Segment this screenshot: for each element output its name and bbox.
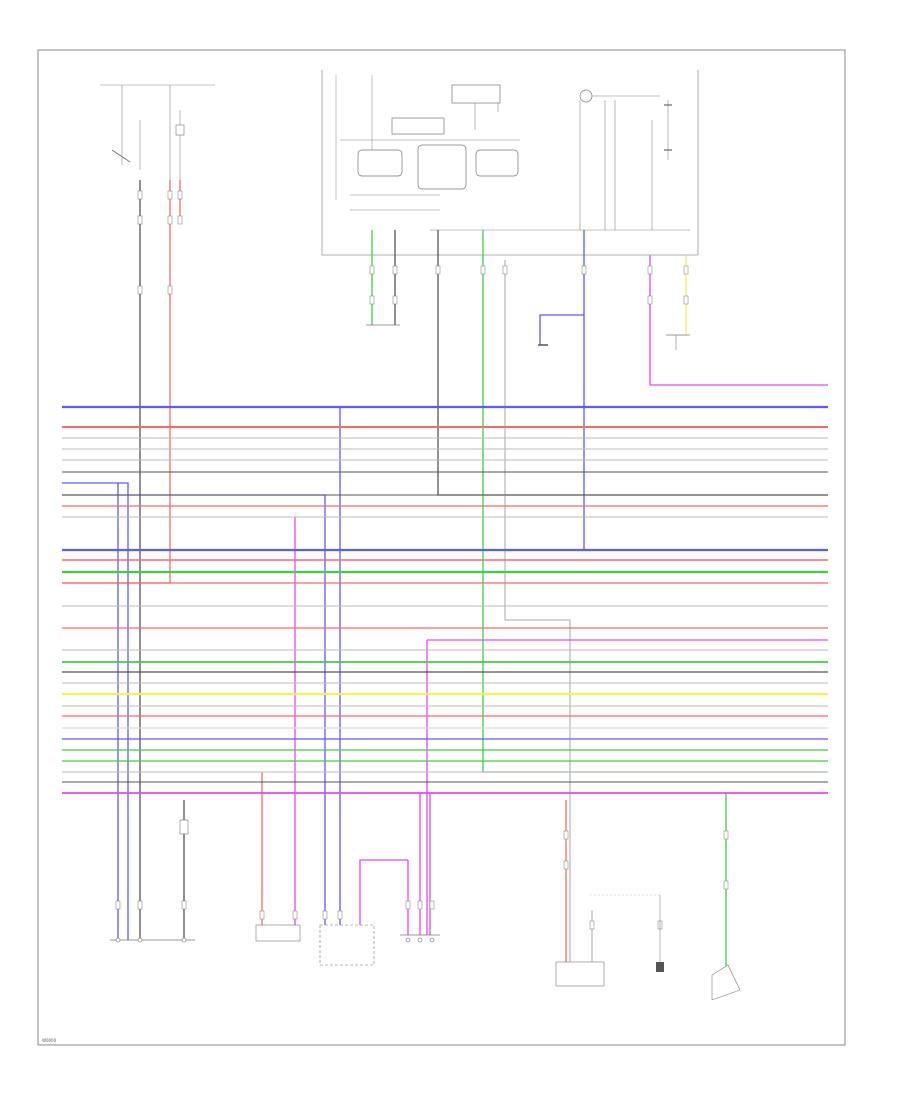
connector-pin [723,880,729,890]
connector-pin [259,910,265,920]
connector-pin [683,295,689,305]
bottom-components [110,324,741,1001]
connector-pin [181,900,187,910]
connector-pin [167,285,173,295]
meter-warning-block [391,117,445,135]
connector-pin [137,215,143,225]
connector-pin [563,830,569,840]
connector-pin [292,910,298,920]
connector-pin [723,830,729,840]
connector-pin [392,295,398,305]
vertical-wire [649,255,828,386]
connector-pin [137,285,143,295]
harness-buses [62,405,828,794]
connector-pin [683,265,689,275]
connector-pin [369,295,375,305]
meter-gauge-left [357,149,403,177]
connector-pin [115,900,121,910]
meter-ecu-block [451,84,501,104]
connector-pin [322,910,328,920]
connector-pin [417,900,423,910]
connector-pin [392,265,398,275]
connector-pin [502,265,508,275]
vertical-wires [62,180,828,975]
connector-pin [647,295,653,305]
vertical-wire [539,314,584,345]
vertical-wire [359,859,408,925]
connector-pin [429,900,435,910]
combination-meter-assembly [321,70,699,256]
connector-pin [137,190,143,200]
meter-gauge-center [417,144,467,190]
vertical-wire [62,482,129,940]
footer-code: W0000 [42,1038,57,1043]
connector-pin [177,190,183,200]
connector-pin [337,910,343,920]
connector-pin [137,900,143,910]
vertical-wire [482,230,828,773]
connector-pin [177,215,183,225]
connector-pin [167,190,173,200]
connector-pin [647,265,653,275]
connector-pin [480,265,486,275]
ignition-relay-area [100,84,215,185]
vertical-wire [437,230,828,496]
connector-pin [563,860,569,870]
vertical-wire [504,260,571,965]
connector-pin [405,900,411,910]
meter-gauge-right [475,149,519,177]
connector-pin [435,265,441,275]
diagram-frame [37,49,846,1046]
connector-pin [167,215,173,225]
connector-pin [369,265,375,275]
vertical-wire [62,180,171,584]
connector-pin [581,265,587,275]
connector-pin [589,920,595,930]
